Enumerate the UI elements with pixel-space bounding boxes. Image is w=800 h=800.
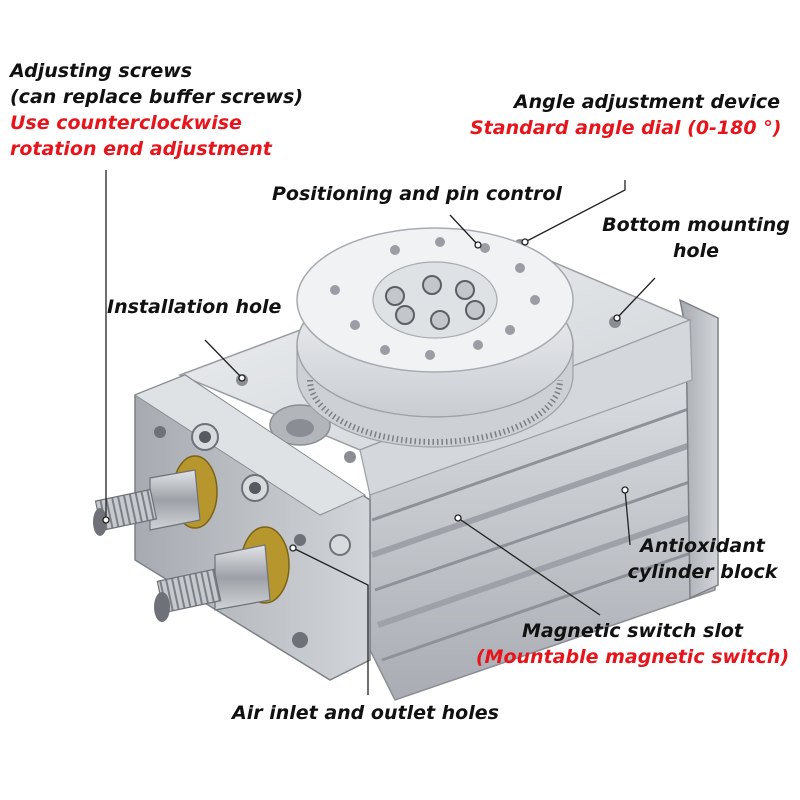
callout-air-holes-title: Air inlet and outlet holes: [232, 702, 499, 724]
air-fitting-lower: [154, 526, 290, 622]
callout-installation-hole-title: Installation hole: [107, 296, 282, 318]
callout-positioning-title: Positioning and pin control: [272, 183, 562, 205]
callout-positioning: Positioning and pin control: [272, 181, 562, 207]
leader-lines: [102, 170, 656, 695]
callout-bottom-mounting-line2: hole: [673, 240, 719, 262]
callout-installation-hole: Installation hole: [107, 294, 281, 320]
callout-adjusting-screws-note2: rotation end adjustment: [10, 138, 272, 160]
callout-adjusting-screws: Adjusting screws (can replace buffer scr…: [10, 58, 303, 162]
leader-dot-air-holes: [289, 544, 297, 552]
callout-angle-adjustment-title: Angle adjustment device: [513, 91, 780, 113]
leader-dot-magnetic-switch: [454, 514, 462, 522]
callout-cylinder-block-line2: cylinder block: [627, 561, 778, 583]
leader-dot-installation-hole: [238, 374, 246, 382]
air-fitting-upper: [93, 455, 218, 536]
leader-cylinder-block: [624, 489, 631, 546]
leader-bottom-mounting: [616, 277, 656, 319]
callout-magnetic-switch: Magnetic switch slot (Mountable magnetic…: [470, 618, 795, 670]
callout-bottom-mounting-line1: Bottom mounting: [602, 214, 790, 236]
callout-adjusting-screws-note1: Use counterclockwise: [10, 112, 242, 134]
leader-dot-angle-adjustment: [521, 238, 529, 246]
callout-air-holes: Air inlet and outlet holes: [232, 700, 499, 726]
callout-bottom-mounting: Bottom mounting hole: [596, 212, 796, 264]
callout-adjusting-screws-line2: (can replace buffer screws): [10, 86, 304, 108]
leader-installation-hole: [204, 339, 243, 379]
leader-dot-positioning: [474, 241, 482, 249]
angle-dial: [296, 227, 574, 448]
callout-magnetic-switch-title: Magnetic switch slot: [521, 620, 744, 642]
leader-magnetic-switch: [457, 517, 601, 616]
leader-dot-cylinder-block: [621, 486, 629, 494]
leader-dot-adjusting-screws: [102, 516, 110, 524]
leader-air-holes: [292, 547, 369, 695]
leader-positioning: [449, 214, 479, 246]
cylinder-block: [369, 298, 719, 701]
callout-cylinder-block: Antioxidant cylinder block: [610, 533, 795, 585]
leader-angle-adjustment: [524, 180, 626, 243]
callout-angle-adjustment: Angle adjustment device Standard angle d…: [470, 89, 782, 141]
callout-cylinder-block-line1: Antioxidant: [640, 535, 765, 557]
callout-adjusting-screws-line1: Adjusting screws: [10, 60, 193, 82]
callout-magnetic-switch-note: (Mountable magnetic switch): [475, 646, 790, 668]
adjusting-screw: [191, 423, 351, 556]
leader-dot-bottom-mounting: [613, 314, 621, 322]
callout-angle-adjustment-note: Standard angle dial (0-180 °): [470, 117, 782, 139]
